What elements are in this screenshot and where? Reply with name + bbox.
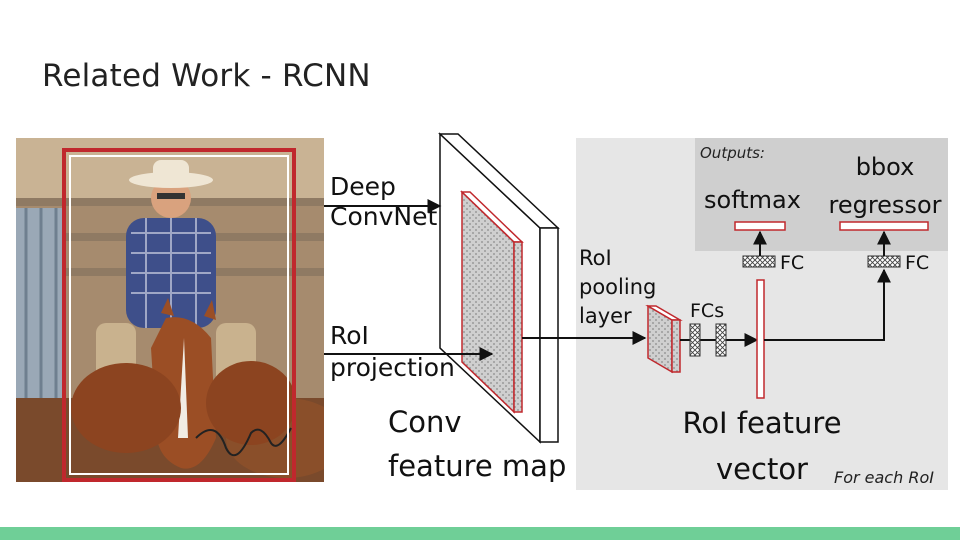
roi-feature-vector xyxy=(756,279,765,399)
bbox-line2: regressor xyxy=(828,191,942,219)
conv-feature-map-line2: feature map xyxy=(388,449,567,483)
softmax-label: softmax xyxy=(704,186,801,214)
input-image-illustration xyxy=(16,138,324,482)
roi-feature-vector-label: RoI feature vector xyxy=(672,400,852,492)
softmax-output xyxy=(734,221,786,231)
fc-bbox-label: FC xyxy=(905,252,930,274)
roi-projection-line1: RoI xyxy=(330,321,369,350)
outputs-label: Outputs: xyxy=(700,144,765,162)
conv-feature-map-line1: Conv xyxy=(388,405,462,439)
conv-feature-map xyxy=(438,132,560,444)
deep-convnet-line2: ConvNet xyxy=(330,202,438,231)
bbox-line1: bbox xyxy=(855,153,915,181)
deep-convnet-label: Deep ConvNet xyxy=(330,172,437,232)
bbox-regressor-label: bbox regressor xyxy=(824,148,946,224)
roi-box-inner xyxy=(69,155,289,475)
slide-title: Related Work - RCNN xyxy=(42,58,371,94)
fc-softmax xyxy=(742,255,776,268)
outputs-panel xyxy=(695,138,948,251)
input-image xyxy=(16,138,324,482)
deep-convnet-line1: Deep xyxy=(330,172,396,201)
fcs-label: FCs xyxy=(690,300,725,322)
roi-projection-line2: projection xyxy=(330,353,455,382)
roi-feature-line2: vector xyxy=(716,452,808,486)
fc-layer-1 xyxy=(689,323,701,357)
conv-feature-map-label: Conv feature map xyxy=(388,400,566,488)
roi-feature-line1: RoI feature xyxy=(682,406,842,440)
roi-box-outer xyxy=(62,148,296,482)
roi-pooling-line3: layer xyxy=(579,304,632,328)
roi-pooling-line1: RoI xyxy=(579,246,612,270)
roi-pooling-line2: pooling xyxy=(579,275,657,299)
roi-pooling-label: RoI pooling layer xyxy=(579,244,656,331)
bbox-branch-arrow xyxy=(764,268,891,341)
for-each-roi-label: For each RoI xyxy=(834,468,934,487)
footer-bar xyxy=(0,527,960,540)
fc-softmax-label: FC xyxy=(780,252,805,274)
roi-pooling-block xyxy=(645,304,683,374)
bbox-output xyxy=(839,221,929,231)
fc-layer-2 xyxy=(715,323,727,357)
roi-projection-label: RoI projection xyxy=(330,320,455,384)
fc-bbox xyxy=(867,255,901,268)
